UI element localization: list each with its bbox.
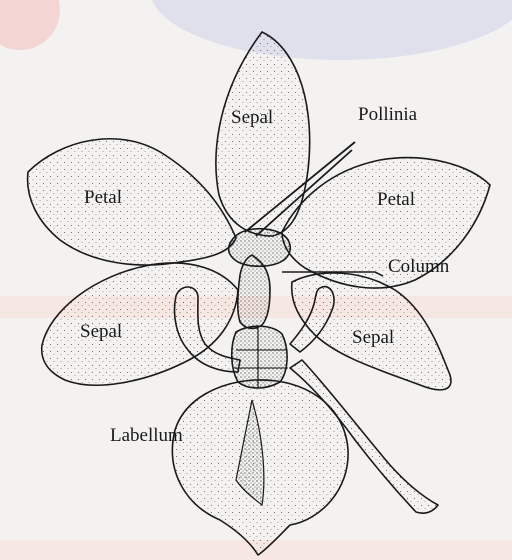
- label-sepal-left: Sepal: [80, 322, 122, 341]
- label-pollinia: Pollinia: [358, 105, 417, 124]
- label-petal-right: Petal: [377, 190, 415, 209]
- anther-cap: [229, 229, 291, 267]
- label-sepal-top: Sepal: [231, 108, 273, 127]
- label-petal-left: Petal: [84, 188, 122, 207]
- label-sepal-right: Sepal: [352, 328, 394, 347]
- callus: [232, 326, 287, 388]
- left-petal: [28, 139, 236, 265]
- label-column: Column: [388, 257, 449, 276]
- dorsal-sepal: [216, 32, 310, 236]
- label-labellum: Labellum: [110, 426, 183, 445]
